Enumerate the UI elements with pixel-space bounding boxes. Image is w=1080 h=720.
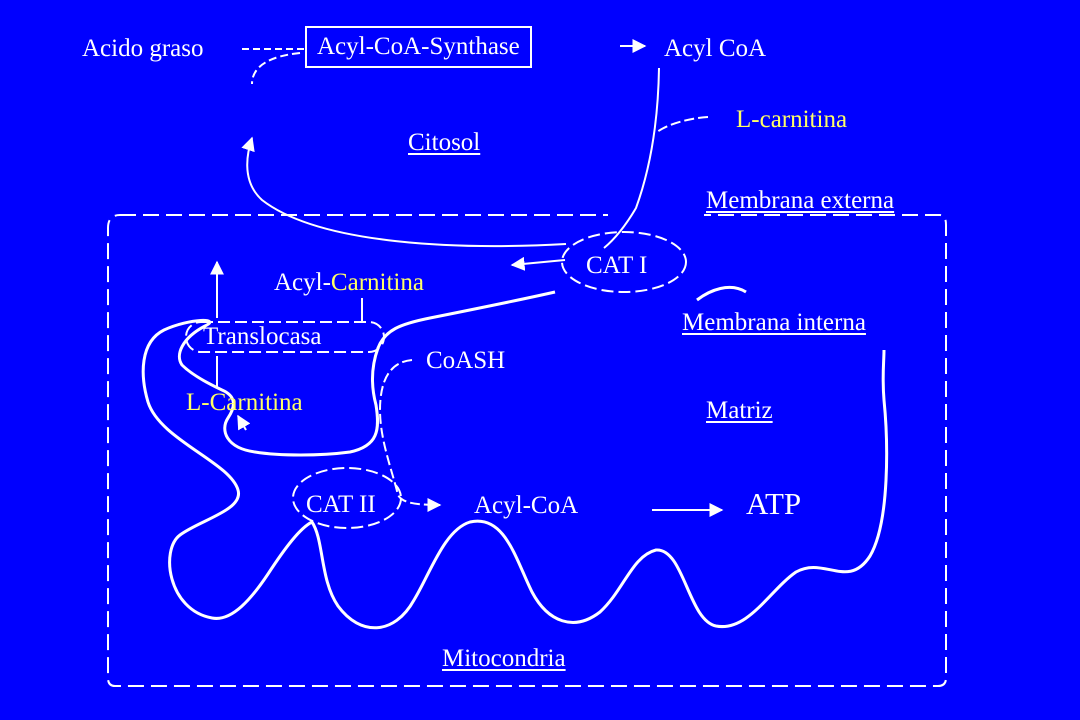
label-acyl-coa-matrix: Acyl-CoA	[474, 492, 579, 519]
label-acyl-carnitina-suffix: Carnitina	[330, 269, 424, 296]
inner-membrane	[141, 290, 889, 630]
outer-membrane-gap	[608, 206, 704, 224]
label-acyl-coa-top: Acyl CoA	[664, 35, 767, 62]
label-translocasa: Translocasa	[203, 323, 322, 350]
label-membrana-externa: Membrana externa	[706, 187, 895, 214]
label-atp: ATP	[746, 486, 802, 521]
arrow-acylcoa-to-cat1	[603, 67, 660, 249]
cat2-ellipse	[292, 467, 402, 529]
arrow-return-loop	[241, 136, 567, 248]
label-acyl-carnitina-prefix: Acyl-	[274, 269, 331, 296]
translocasa-capsule	[185, 321, 385, 353]
label-l-carnitina-top: L-carnitina	[736, 106, 848, 133]
outer-membrane	[107, 214, 947, 687]
arrow-into-lcarnitina	[237, 414, 251, 431]
label-l-carnitina-prefix: L-	[186, 389, 210, 416]
label-mitocondria: Mitocondria	[442, 645, 566, 672]
label-cat-i: CAT I	[586, 252, 648, 279]
cat1-ellipse	[561, 231, 687, 293]
label-acyl-coa-synthase: Acyl-CoA-Synthase	[305, 26, 532, 68]
label-citosol: Citosol	[408, 129, 481, 156]
inner-membrane-fold	[696, 286, 747, 302]
label-membrana-interna: Membrana interna	[682, 309, 866, 336]
label-coash: CoASH	[426, 347, 506, 374]
label-matriz: Matriz	[706, 397, 773, 424]
arrow-l-carnitina-in	[656, 116, 709, 133]
label-l-carnitina: L-Carnitina	[186, 388, 303, 418]
arrow-loop-top	[251, 52, 301, 85]
arrow-cat1-to-acylcarnitina	[510, 256, 566, 271]
label-cat-ii: CAT II	[306, 491, 376, 518]
label-acyl-carnitina: Acyl-Carnitina	[274, 268, 424, 298]
arrow-coash-to-acylcoa	[378, 359, 442, 512]
label-l-carnitina-suffix: Carnitina	[209, 389, 303, 416]
label-acido-graso: Acido graso	[82, 35, 204, 62]
